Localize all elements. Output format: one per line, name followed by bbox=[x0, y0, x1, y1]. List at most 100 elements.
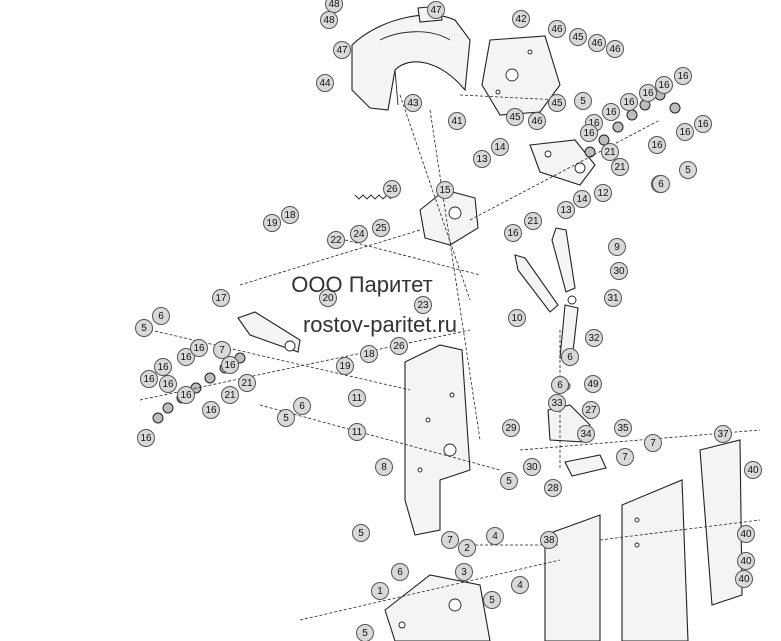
callout-45: 45 bbox=[506, 108, 524, 126]
callout-41: 41 bbox=[448, 112, 466, 130]
callout-5: 5 bbox=[352, 524, 370, 542]
svg-text:40: 40 bbox=[740, 529, 752, 540]
callout-16: 16 bbox=[580, 124, 598, 142]
callout-22: 22 bbox=[327, 231, 345, 249]
svg-text:16: 16 bbox=[588, 118, 600, 129]
callout-31: 31 bbox=[604, 289, 622, 307]
svg-text:17: 17 bbox=[215, 293, 227, 304]
svg-text:16: 16 bbox=[651, 140, 663, 151]
callout-47: 47 bbox=[333, 41, 351, 59]
svg-text:38: 38 bbox=[543, 535, 555, 546]
svg-text:6: 6 bbox=[158, 311, 164, 322]
svg-text:5: 5 bbox=[141, 323, 147, 334]
callout-16: 16 bbox=[221, 356, 239, 374]
callout-16: 16 bbox=[504, 224, 522, 242]
svg-text:40: 40 bbox=[738, 574, 750, 585]
callout-45: 45 bbox=[548, 94, 566, 112]
svg-text:13: 13 bbox=[560, 205, 572, 216]
callout-16: 16 bbox=[154, 358, 172, 376]
callout-46: 46 bbox=[606, 40, 624, 58]
callout-16: 16 bbox=[676, 123, 694, 141]
callout-46: 46 bbox=[528, 112, 546, 130]
callout-2: 2 bbox=[458, 539, 476, 557]
callout-16: 16 bbox=[190, 339, 208, 357]
svg-text:16: 16 bbox=[697, 119, 709, 130]
callout-40: 40 bbox=[744, 461, 762, 479]
svg-text:47: 47 bbox=[430, 5, 442, 16]
svg-text:6: 6 bbox=[397, 567, 403, 578]
svg-text:16: 16 bbox=[143, 374, 155, 385]
callout-40: 40 bbox=[735, 570, 753, 588]
svg-text:43: 43 bbox=[407, 98, 419, 109]
callout-6: 6 bbox=[551, 376, 569, 394]
svg-text:6: 6 bbox=[658, 179, 664, 190]
callout-7: 7 bbox=[644, 434, 662, 452]
callout-19: 19 bbox=[336, 357, 354, 375]
svg-text:16: 16 bbox=[507, 228, 519, 239]
svg-text:21: 21 bbox=[527, 216, 539, 227]
callout-6: 6 bbox=[293, 397, 311, 415]
svg-text:21: 21 bbox=[614, 162, 626, 173]
svg-text:18: 18 bbox=[284, 210, 296, 221]
callout-40: 40 bbox=[737, 525, 755, 543]
callout-20: 20 bbox=[319, 289, 337, 307]
callout-15: 15 bbox=[436, 181, 454, 199]
svg-text:16: 16 bbox=[658, 80, 670, 91]
callout-18: 18 bbox=[281, 206, 299, 224]
callout-16: 16 bbox=[620, 93, 638, 111]
callout-34: 34 bbox=[577, 425, 595, 443]
callout-14: 14 bbox=[573, 190, 591, 208]
svg-text:16: 16 bbox=[583, 128, 595, 139]
callout-32: 32 bbox=[585, 329, 603, 347]
svg-text:47: 47 bbox=[336, 45, 348, 56]
callout-28: 28 bbox=[544, 479, 562, 497]
callout-5: 5 bbox=[356, 624, 374, 641]
svg-text:16: 16 bbox=[193, 343, 205, 354]
callout-6: 6 bbox=[152, 307, 170, 325]
callout-42: 42 bbox=[512, 10, 530, 28]
svg-text:48: 48 bbox=[328, 0, 340, 10]
svg-text:26: 26 bbox=[393, 341, 405, 352]
callout-4: 4 bbox=[511, 576, 529, 594]
part-frame-8 bbox=[404, 344, 471, 536]
svg-text:3: 3 bbox=[461, 567, 467, 578]
svg-text:44: 44 bbox=[319, 78, 331, 89]
svg-text:27: 27 bbox=[585, 405, 597, 416]
svg-text:26: 26 bbox=[386, 184, 398, 195]
svg-text:33: 33 bbox=[551, 398, 563, 409]
svg-text:46: 46 bbox=[591, 38, 603, 49]
callout-48: 48 bbox=[325, 0, 343, 13]
callout-16: 16 bbox=[639, 84, 657, 102]
callout-8: 8 bbox=[375, 458, 393, 476]
callout-30: 30 bbox=[610, 262, 628, 280]
svg-text:4: 4 bbox=[492, 531, 498, 542]
svg-text:40: 40 bbox=[747, 465, 759, 476]
svg-text:6: 6 bbox=[299, 401, 305, 412]
callout-35: 35 bbox=[614, 419, 632, 437]
callout-47: 47 bbox=[427, 1, 445, 19]
svg-text:16: 16 bbox=[623, 97, 635, 108]
svg-text:30: 30 bbox=[526, 462, 538, 473]
callout-21: 21 bbox=[601, 143, 619, 161]
callout-21: 21 bbox=[611, 158, 629, 176]
callout-24: 24 bbox=[350, 225, 368, 243]
part-plate-37 bbox=[699, 439, 743, 606]
callout-5: 5 bbox=[574, 92, 592, 110]
callout-16: 16 bbox=[648, 136, 666, 154]
callout-21: 21 bbox=[221, 386, 239, 404]
callout-16: 16 bbox=[137, 429, 155, 447]
svg-text:31: 31 bbox=[607, 293, 619, 304]
svg-text:10: 10 bbox=[511, 313, 523, 324]
callout-27: 27 bbox=[582, 401, 600, 419]
svg-text:14: 14 bbox=[576, 194, 588, 205]
svg-text:16: 16 bbox=[679, 127, 691, 138]
callout-16: 16 bbox=[159, 375, 177, 393]
svg-text:21: 21 bbox=[604, 147, 616, 158]
callout-5: 5 bbox=[500, 472, 518, 490]
callout-10: 10 bbox=[508, 309, 526, 327]
callout-29: 29 bbox=[502, 419, 520, 437]
part-link-28 bbox=[564, 454, 607, 477]
svg-text:37: 37 bbox=[717, 429, 729, 440]
